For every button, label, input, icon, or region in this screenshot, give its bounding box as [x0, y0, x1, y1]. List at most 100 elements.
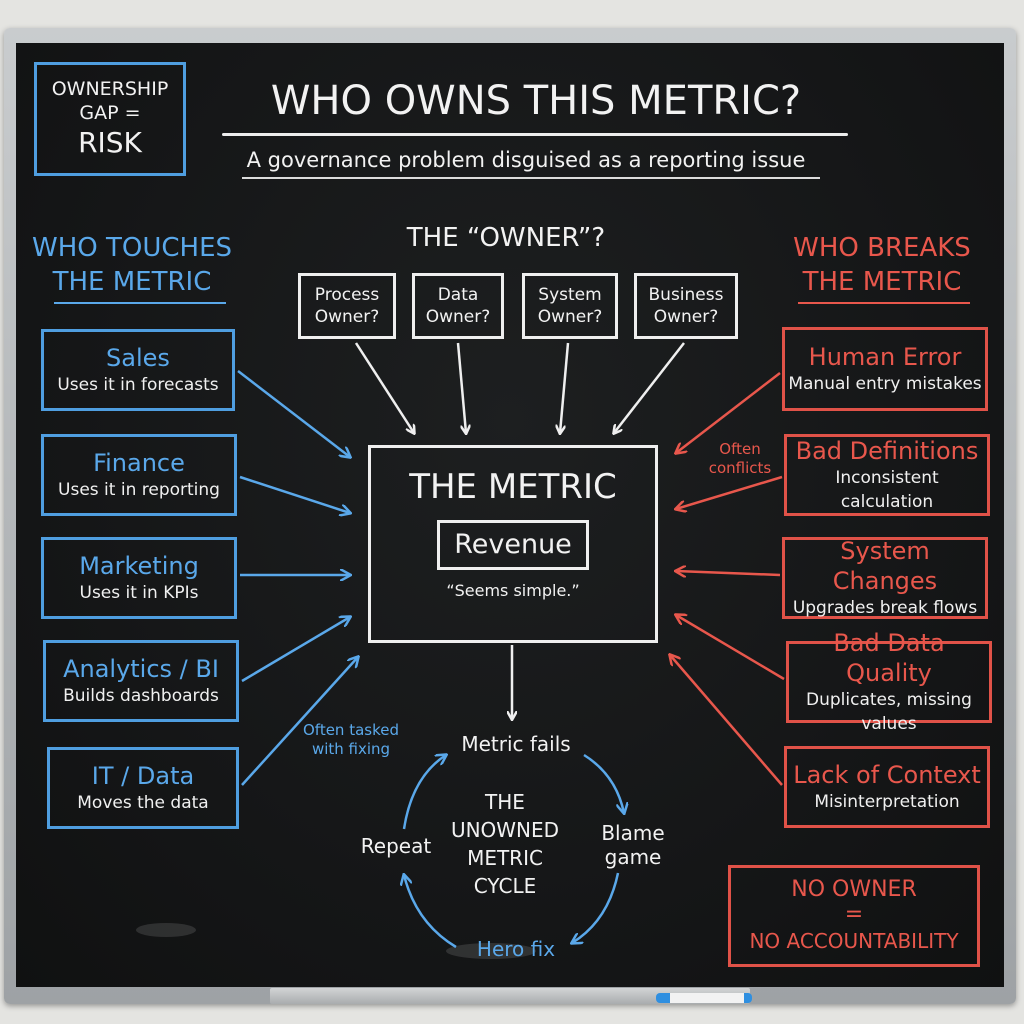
arrow-process-to-metric [354, 342, 414, 433]
marker [656, 993, 752, 1003]
touch-label: Marketing [79, 552, 199, 580]
break-desc: Misinterpretation [814, 792, 960, 812]
arrow-system-to-metric [560, 342, 570, 433]
cycle-label: THE UNOWNED METRIC CYCLE [440, 788, 570, 900]
left-note-line: with fixing [311, 740, 391, 758]
touch-desc: Uses it in KPIs [79, 583, 199, 603]
right-heading-line: THE METRIC [802, 267, 962, 297]
badge-line: GAP = [79, 102, 141, 124]
badge-line: OWNERSHIP [51, 78, 169, 100]
metric-title: THE METRIC [409, 467, 617, 507]
owner-line: Business [648, 285, 724, 305]
break-box-human-error: Human Error Manual entry mistakes [782, 327, 988, 411]
left-heading-line: WHO TOUCHES [32, 233, 233, 263]
arrow-finance-to-metric [239, 475, 350, 513]
owner-line: Owner? [537, 307, 603, 327]
owner-line: Owner? [314, 307, 380, 327]
badge-line: RISK [78, 126, 142, 159]
owner-line: Owner? [653, 307, 719, 327]
cycle-arrow-right-bottom [572, 872, 620, 943]
cycle-label-line: THE [485, 790, 525, 814]
touch-desc: Uses it in forecasts [57, 375, 219, 395]
left-note: Often tasked with fixing [286, 721, 416, 759]
cycle-step-top: Metric fails [461, 732, 571, 756]
cycle-step-left: Repeat [360, 834, 432, 858]
break-box-system-changes: System Changes Upgrades break flows [782, 537, 988, 619]
left-heading: WHO TOUCHES THE METRIC [32, 231, 232, 299]
arrow-bad-definitions-to-metric [676, 475, 783, 509]
break-box-lack-of-context: Lack of Context Misinterpretation [784, 746, 990, 828]
touch-desc: Moves the data [77, 793, 209, 813]
metric-value-box: Revenue [437, 520, 589, 570]
page-subtitle: A governance problem disguised as a repo… [246, 148, 806, 172]
no-owner-line: NO OWNER [791, 877, 917, 902]
metric-box: THE METRIC Revenue “Seems simple.” [368, 445, 658, 643]
owner-line: System [538, 285, 602, 305]
right-note-line: Often [719, 440, 761, 458]
page-title: WHO OWNS THIS METRIC? [270, 78, 802, 124]
owner-line: Data [437, 285, 479, 305]
arrow-data-to-metric [456, 342, 466, 433]
break-desc: Duplicates, missing values [806, 690, 972, 734]
right-note: Often conflicts [700, 440, 780, 478]
arrow-sales-to-metric [237, 370, 350, 457]
chalk-dust [136, 923, 196, 937]
owner-box-business: Business Owner? [634, 273, 738, 339]
touch-box-finance: Finance Uses it in reporting [41, 434, 237, 516]
break-label: Bad Definitions [795, 437, 979, 465]
metric-quote: “Seems simple.” [446, 581, 580, 600]
touch-box-sales: Sales Uses it in forecasts [41, 329, 235, 411]
owner-box-data: Data Owner? [412, 273, 504, 339]
owner-heading: THE “OWNER”? [406, 223, 606, 253]
owner-box-system: System Owner? [522, 273, 618, 339]
right-note-line: conflicts [708, 459, 772, 477]
cycle-arrow-bottom-left [404, 875, 457, 949]
cycle-label-line: CYCLE [473, 874, 537, 898]
touch-label: Sales [106, 344, 170, 372]
touch-box-analytics: Analytics / BI Builds dashboards [43, 640, 239, 722]
arrow-system-changes-to-metric [676, 571, 781, 575]
break-label: Human Error [808, 343, 962, 371]
touch-box-it-data: IT / Data Moves the data [47, 747, 239, 829]
right-heading-line: WHO BREAKS [793, 233, 971, 263]
subtitle-underline [242, 177, 820, 179]
break-box-bad-definitions: Bad Definitions Inconsistent calculation [784, 434, 990, 516]
touch-box-marketing: Marketing Uses it in KPIs [41, 537, 237, 619]
arrow-data-quality-to-metric [676, 615, 785, 681]
arrow-it-to-metric [241, 657, 358, 786]
break-label: Lack of Context [793, 761, 981, 789]
break-box-bad-data-quality: Bad Data Quality Duplicates, missing val… [786, 629, 992, 734]
cycle-step-right: Blame game [588, 821, 678, 869]
arrows-layer [237, 342, 785, 949]
touch-label: IT / Data [91, 762, 195, 790]
break-desc: Manual entry mistakes [788, 374, 982, 394]
cycle-label-line: UNOWNED [450, 818, 560, 842]
owner-box-process: Process Owner? [298, 273, 396, 339]
left-note-line: Often tasked [303, 721, 399, 739]
left-heading-line: THE METRIC [52, 267, 212, 297]
touch-label: Finance [93, 449, 185, 477]
right-heading-underline [798, 302, 970, 304]
cycle-step-bottom: Hero fix [476, 937, 556, 961]
cycle-step-right-line: game [604, 845, 662, 869]
owner-line: Owner? [425, 307, 491, 327]
break-label: System Changes [832, 537, 938, 595]
marker-tray [270, 988, 750, 1004]
chalkboard: OWNERSHIP GAP = RISK WHO OWNS THIS METRI… [16, 43, 1004, 987]
owner-line: Process [314, 285, 380, 305]
no-owner-line: NO ACCOUNTABILITY [749, 929, 959, 953]
cycle-label-line: METRIC [467, 846, 543, 870]
arrow-analytics-to-metric [241, 617, 350, 683]
touch-label: Analytics / BI [63, 655, 219, 683]
arrow-business-to-metric [614, 342, 685, 433]
break-desc: Upgrades break flows [792, 598, 978, 618]
ownership-gap-badge: OWNERSHIP GAP = RISK [34, 62, 186, 176]
cycle-arrow-left-top [402, 755, 446, 830]
break-label: Bad Data Quality [833, 629, 945, 687]
right-heading: WHO BREAKS THE METRIC [782, 231, 982, 299]
metric-value: Revenue [454, 529, 572, 560]
cycle-step-right-line: Blame [601, 821, 665, 845]
no-owner-box: NO OWNER = NO ACCOUNTABILITY [728, 865, 980, 967]
no-owner-line: = [844, 902, 864, 927]
touch-desc: Builds dashboards [63, 686, 219, 706]
